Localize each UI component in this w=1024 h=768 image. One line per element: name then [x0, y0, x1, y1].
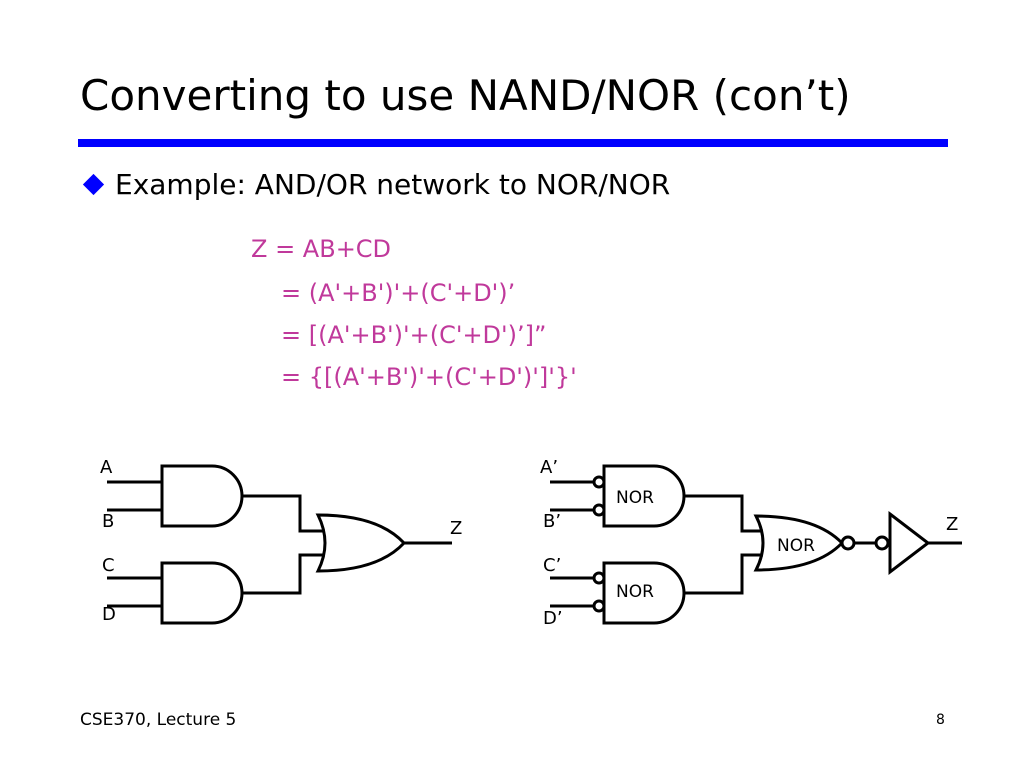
and-gate-top	[160, 464, 244, 528]
right-circuit	[550, 464, 962, 625]
label-c-prime: C’	[543, 555, 561, 576]
nor-top-label: NOR	[616, 488, 654, 508]
nor-gate-out	[753, 514, 845, 572]
label-d: D	[102, 604, 116, 625]
bullet-item: Example: AND/OR network to NOR/NOR	[80, 166, 670, 202]
circuit-diagram: A B C D Z A’ B’ C’ D’ NOR NOR NOR Z	[100, 457, 962, 629]
label-c: C	[102, 555, 115, 576]
equation-line-3: = [(A'+B')'+(C'+D')’]”	[281, 321, 547, 349]
inversion-bubble-d	[592, 599, 606, 613]
inversion-bubble-a	[592, 475, 606, 489]
nor-gate-bottom	[602, 561, 686, 625]
and-gate-bottom	[160, 561, 244, 625]
title-underline	[78, 139, 948, 147]
nor-gate-top	[602, 464, 686, 528]
wire-and-bottom-to-or	[242, 553, 325, 595]
buffer-triangle	[888, 510, 931, 576]
label-z-right: Z	[946, 514, 958, 535]
footer-course: CSE370, Lecture 5	[80, 710, 237, 730]
wire-and-top-to-or	[242, 494, 325, 533]
label-b: B	[102, 511, 114, 532]
equation-line-1: Z = AB+CD	[251, 235, 392, 263]
nor-out-label: NOR	[777, 536, 815, 556]
equation-line-4: = {[(A'+B')'+(C'+D')']'}'	[281, 363, 577, 391]
slide-title: Converting to use NAND/NOR (con’t)	[80, 71, 851, 120]
or-gate	[315, 513, 407, 573]
bullet-text: Example: AND/OR network to NOR/NOR	[115, 167, 671, 201]
inversion-bubble-b	[592, 503, 606, 517]
buffer-in-bubble	[874, 535, 890, 551]
diamond-bullet-icon	[82, 173, 105, 195]
page-number: 8	[936, 712, 945, 728]
label-z-left: Z	[450, 518, 462, 539]
label-a-prime: A’	[540, 457, 558, 478]
nor-out-bubble	[840, 535, 856, 551]
label-b-prime: B’	[543, 511, 561, 532]
inversion-bubble-c	[592, 571, 606, 585]
left-circuit	[107, 464, 452, 625]
label-a: A	[100, 457, 113, 478]
label-d-prime: D’	[543, 608, 563, 629]
equation-line-2: = (A'+B')'+(C'+D')’	[281, 279, 516, 307]
nor-bottom-label: NOR	[616, 582, 654, 602]
